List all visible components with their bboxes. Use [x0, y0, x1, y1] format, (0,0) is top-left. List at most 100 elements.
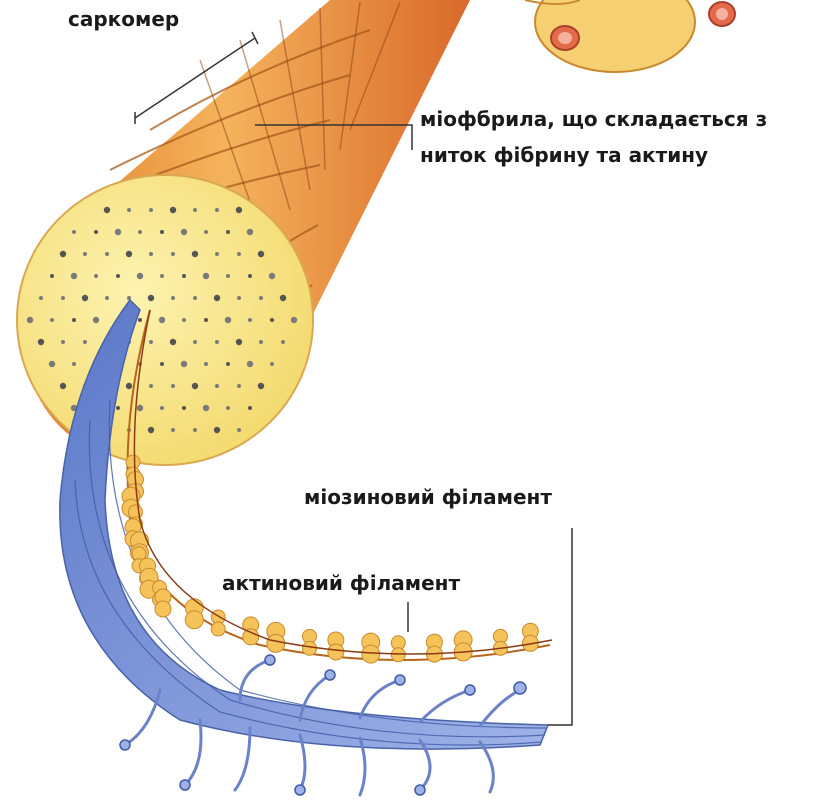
label-sarcomere: саркомер	[68, 6, 179, 32]
cross-section-dot	[72, 230, 76, 234]
cross-section-dot	[116, 274, 120, 278]
cross-section-dot	[94, 274, 98, 278]
cross-section-dot	[226, 274, 230, 278]
cross-section-dot	[60, 383, 66, 389]
cross-section-dot	[215, 340, 219, 344]
cross-section-dot	[94, 230, 98, 234]
actin-bead	[267, 634, 285, 652]
cross-section-dot	[247, 361, 253, 367]
cross-section-dot	[215, 252, 219, 256]
cross-section-dot	[105, 252, 109, 256]
cross-section-dot	[237, 384, 241, 388]
cross-section-dot	[149, 208, 153, 212]
actin-bead	[328, 644, 344, 660]
cross-section-dot	[50, 318, 54, 322]
cross-section-dot	[126, 383, 132, 389]
cross-section-dot	[160, 230, 164, 234]
cross-section-dot	[193, 340, 197, 344]
cross-section-dot	[182, 274, 186, 278]
cross-section-dot	[226, 230, 230, 234]
cross-section-dot	[281, 340, 285, 344]
cross-section-dot	[148, 295, 154, 301]
cross-section-dot	[258, 251, 264, 257]
cross-section-dot	[237, 428, 241, 432]
actin-bead	[211, 622, 225, 636]
cross-section-dot	[214, 427, 220, 433]
cross-section-dot	[61, 340, 65, 344]
cross-section-dot	[181, 229, 187, 235]
cross-section-dot	[72, 362, 76, 366]
cross-section-dot	[248, 406, 252, 410]
cross-section-dot	[192, 251, 198, 257]
cross-section-dot	[60, 251, 66, 257]
cross-section-dot	[49, 361, 55, 367]
label-myofibril-line1: міофбрила, що складається з	[420, 106, 767, 132]
cross-section-dot	[181, 361, 187, 367]
cross-section-dot	[204, 362, 208, 366]
cross-section-dot	[27, 317, 33, 323]
cross-section-dot	[38, 339, 44, 345]
cross-section-dot	[280, 295, 286, 301]
actin-bead	[243, 629, 259, 645]
cross-section-dot	[247, 229, 253, 235]
cross-section-dot	[170, 339, 176, 345]
muscle-bundle-fragment	[525, 0, 735, 72]
cross-section-dot	[50, 274, 54, 278]
cross-section-dot	[126, 251, 132, 257]
cross-section-dot	[171, 428, 175, 432]
cross-section-dot	[248, 318, 252, 322]
cross-section-dot	[171, 252, 175, 256]
actin-bead	[362, 645, 380, 663]
cross-section-dot	[204, 230, 208, 234]
cross-section-dot	[160, 406, 164, 410]
cross-section-dot	[104, 207, 110, 213]
cross-section-dot	[226, 406, 230, 410]
cross-section-dot	[170, 207, 176, 213]
cross-section-dot	[192, 383, 198, 389]
cross-section-dot	[83, 340, 87, 344]
cross-section-dot	[226, 362, 230, 366]
actin-bead	[185, 611, 203, 629]
cross-section-dot	[149, 340, 153, 344]
cross-section-dot	[291, 317, 297, 323]
cross-section-dot	[93, 317, 99, 323]
cross-section-dot	[269, 273, 275, 279]
myosin-leader	[548, 528, 572, 725]
cross-section-dot	[148, 427, 154, 433]
cross-section-dot	[236, 207, 242, 213]
cross-section-dot	[127, 208, 131, 212]
cross-section-dot	[259, 296, 263, 300]
cross-section-dot	[248, 274, 252, 278]
cross-section-dot	[159, 317, 165, 323]
cross-section-dot	[203, 273, 209, 279]
cross-section-dot	[182, 318, 186, 322]
cross-section-dot	[236, 339, 242, 345]
cross-section-dot	[215, 384, 219, 388]
cross-section-dot	[270, 362, 274, 366]
cross-section-dot	[182, 406, 186, 410]
cross-section-dot	[72, 318, 76, 322]
label-actin-filament: актиновий філамент	[222, 570, 460, 596]
myofibril-cross-section	[17, 175, 313, 465]
cross-section-dot	[83, 252, 87, 256]
actin-bead	[155, 601, 171, 617]
cross-section-dot	[204, 318, 208, 322]
cross-section-dot	[237, 252, 241, 256]
cross-section-dot	[39, 296, 43, 300]
label-myosin-filament: міозиновий філамент	[304, 484, 552, 510]
cross-section-dot	[237, 296, 241, 300]
cross-section-dot	[138, 230, 142, 234]
cross-section-dot	[149, 384, 153, 388]
cross-section-dot	[171, 384, 175, 388]
cross-section-dot	[225, 317, 231, 323]
label-myofibril-line2: ниток фібрину та актину	[420, 142, 708, 168]
cross-section-dot	[116, 406, 120, 410]
cross-section-dot	[193, 296, 197, 300]
cross-section-dot	[193, 208, 197, 212]
cross-section-dot	[105, 296, 109, 300]
cross-section-dot	[137, 273, 143, 279]
cross-section-dot	[115, 229, 121, 235]
cross-section-dot	[82, 295, 88, 301]
cross-section-dot	[214, 295, 220, 301]
cross-section-dot	[258, 383, 264, 389]
